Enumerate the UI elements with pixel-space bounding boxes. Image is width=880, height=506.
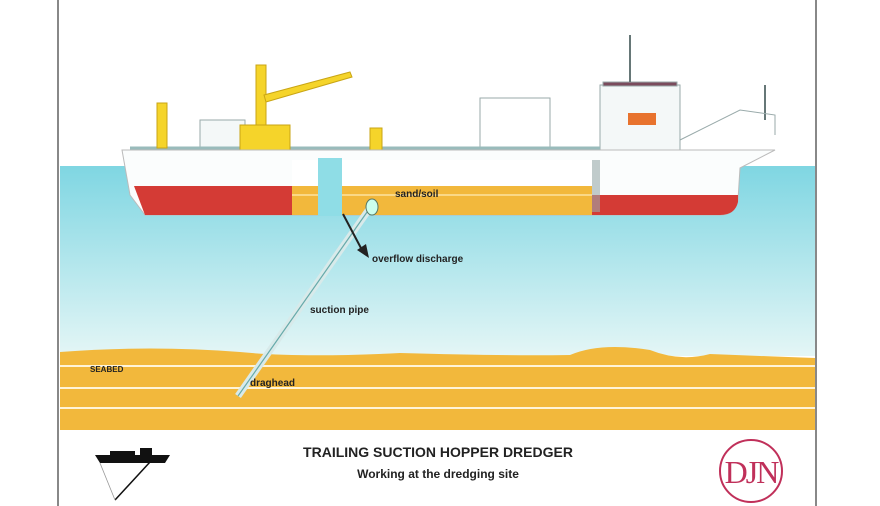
suction-well: [318, 158, 342, 216]
hull-red-stern: [592, 195, 738, 215]
draghead-label: draghead: [250, 378, 295, 389]
sand-soil-label: sand/soil: [395, 189, 439, 200]
ship-superstructure: [130, 35, 776, 151]
ship-icon: [95, 448, 170, 501]
diagram-title: TRAILING SUCTION HOPPER DREDGER: [303, 444, 573, 460]
overflow-arrow-icon: [342, 213, 369, 258]
djn-logo: DJN: [719, 439, 783, 503]
crane: [156, 64, 383, 159]
suction-pipe: [235, 198, 379, 399]
diagram-subtitle: Working at the dredging site: [357, 467, 519, 481]
seabed-layers: [60, 365, 815, 409]
suction-pipe-label: suction pipe: [310, 305, 369, 316]
seabed-label: SEABED: [90, 365, 124, 374]
svg-text:DJN: DJN: [725, 454, 780, 490]
hull-red-bow: [134, 186, 292, 215]
overflow-discharge-label: overflow discharge: [372, 254, 464, 265]
